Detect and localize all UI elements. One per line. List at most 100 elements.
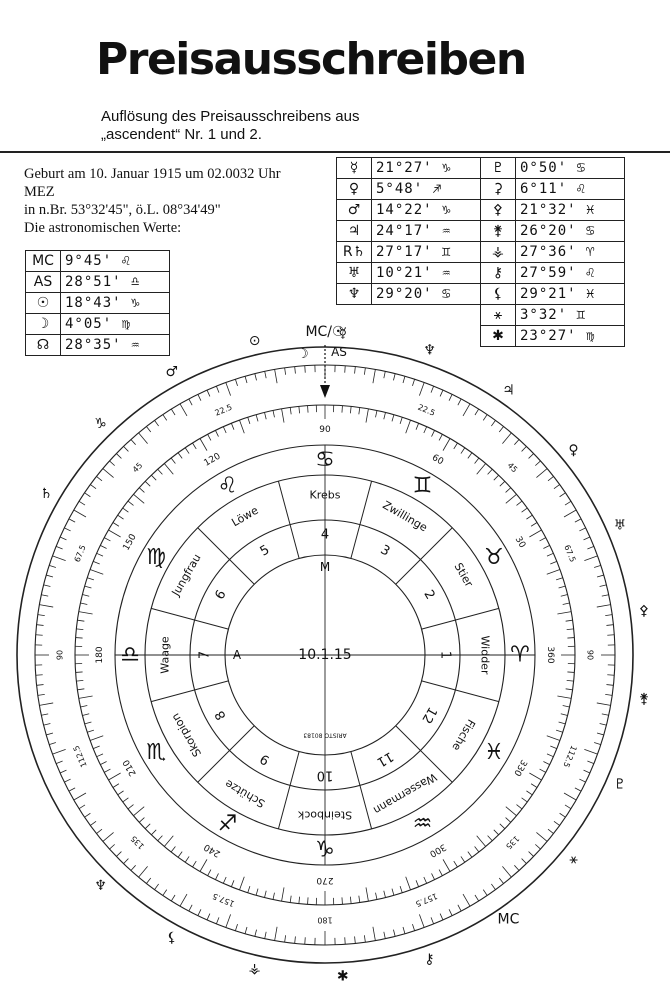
scale-tick: [163, 835, 174, 847]
scale-tick: [431, 873, 435, 880]
row-value: 27°17' ♊: [371, 241, 481, 263]
scale-tick: [157, 835, 163, 842]
scale-tick: [102, 468, 114, 478]
scale-tick: [49, 742, 56, 745]
scale-tick: [550, 745, 557, 750]
table-row: ♃24°17' ♒: [336, 220, 481, 242]
row-value: 27°59' ♌: [515, 262, 625, 284]
scale-tick: [46, 574, 54, 578]
scale-tick: [584, 555, 598, 561]
scale-tick: [151, 474, 157, 481]
scale-tick: [555, 577, 563, 581]
sign-name: Waage: [159, 636, 172, 674]
sector-line: [277, 481, 300, 559]
scale-tick: [177, 851, 183, 858]
scale-tick: [553, 821, 560, 826]
scale-tick: [505, 487, 512, 493]
birth-info: Geburt am 10. Januar 1915 um 02.0032 Uhr…: [24, 165, 281, 237]
scale-tick: [547, 476, 554, 482]
scale-tick: [587, 545, 595, 550]
outer-planet-symbol: ♀: [568, 442, 578, 458]
scale-tick: [439, 913, 444, 921]
scale-tick: [109, 460, 115, 466]
scale-tick: [526, 790, 533, 796]
page-title: Preisausschreiben: [96, 34, 527, 85]
scale-tick: [39, 702, 54, 706]
outer-planet-symbol: ♇: [614, 776, 627, 792]
scale-tick: [298, 896, 300, 904]
row-value: 23°27' ♍: [515, 325, 625, 347]
scale-tick: [144, 481, 151, 487]
scale-tick: [521, 507, 528, 513]
scale-tick: [215, 917, 220, 925]
row-value: 28°35' ♒: [60, 334, 170, 356]
scale-tick: [462, 893, 471, 907]
scale-tick: [372, 926, 376, 941]
compass-label: 30: [513, 535, 528, 550]
scale-tick: [41, 713, 49, 716]
scale-tick: [499, 481, 506, 487]
scale-tick: [583, 536, 591, 541]
scale-tick: [215, 430, 219, 437]
scale-tick: [239, 419, 245, 434]
scale-tick: [529, 529, 542, 538]
degree-label: 22.5: [214, 403, 234, 418]
scale-tick: [536, 468, 548, 478]
degree-label: 45: [506, 461, 520, 475]
scale-tick: [491, 420, 496, 427]
sector-line: [421, 607, 499, 630]
scale-tick: [222, 876, 227, 884]
scale-tick: [170, 846, 176, 853]
scale-tick: [146, 877, 152, 884]
degree-label: 67.5: [562, 544, 577, 564]
table-hypothetical: ♇0°50' ♋⚳6°11' ♌⚴21°32' ♓⚵26°20' ♋⚶27°36…: [480, 157, 625, 347]
scale-tick: [516, 804, 523, 810]
scale-tick: [272, 410, 275, 418]
scale-tick: [543, 545, 550, 549]
scale-tick: [516, 500, 523, 506]
scale-tick: [560, 594, 568, 597]
scale-tick: [133, 806, 145, 817]
house-number: 6: [213, 588, 230, 603]
scale-tick: [109, 844, 115, 850]
scale-tick: [37, 614, 45, 617]
scale-tick: [358, 407, 361, 415]
scale-tick: [587, 760, 595, 765]
scale-tick: [565, 619, 573, 622]
scale-tick: [272, 892, 275, 900]
scale-tick: [457, 904, 462, 912]
scale-tick: [255, 414, 259, 422]
scale-tick: [553, 484, 560, 489]
scale-tick: [474, 894, 480, 902]
scale-tick: [419, 914, 425, 928]
table-row: ⚹3°32' ♊: [480, 304, 625, 326]
sign-name: Schütze: [223, 777, 268, 810]
scale-tick: [96, 753, 104, 758]
outer-planet-symbol: ✱: [337, 969, 349, 984]
row-symbol: ⚴: [480, 199, 516, 221]
outer-planet-symbol: ⊙: [249, 333, 261, 349]
scale-tick: [170, 457, 176, 464]
scale-tick: [546, 552, 554, 557]
zodiac-glyph: ♓: [484, 740, 504, 765]
scale-tick: [55, 760, 63, 765]
scale-tick: [579, 527, 586, 532]
scale-tick: [130, 439, 136, 445]
scale-tick: [184, 447, 190, 454]
row-value: 18°43' ♑: [60, 292, 170, 314]
scale-tick: [184, 856, 190, 863]
degree-label: 67.5: [73, 544, 88, 564]
birth-line-3: in n.Br. 53°32'45", ö.L. 08°34'49": [24, 202, 221, 218]
scale-tick: [43, 723, 51, 726]
scale-tick: [130, 865, 136, 871]
scale-tick: [274, 926, 278, 941]
sign-name: Löwe: [229, 504, 260, 530]
scale-tick: [375, 410, 378, 418]
scale-tick: [372, 369, 376, 384]
scale-tick: [498, 877, 504, 884]
row-symbol: ♀: [336, 178, 372, 200]
scale-tick: [138, 817, 145, 823]
scale-tick: [521, 446, 527, 452]
